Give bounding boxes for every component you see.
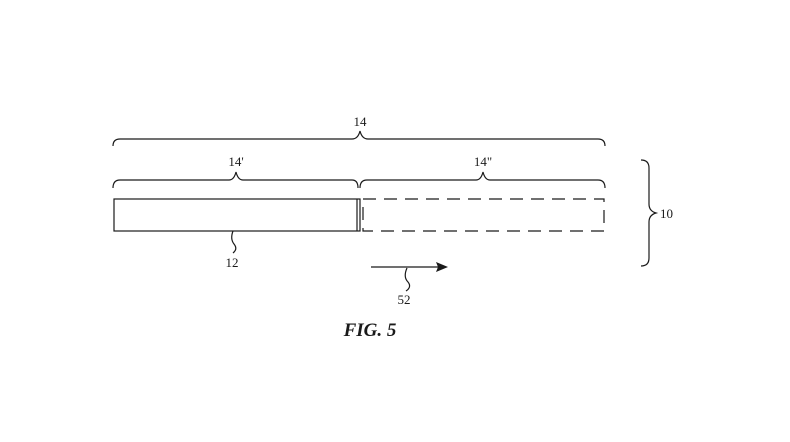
brace-overall (112, 130, 606, 147)
dashed-extension (362, 198, 605, 232)
direction-arrow-head (436, 262, 448, 272)
label-assembly: 10 (660, 206, 673, 221)
solid-element (113, 198, 361, 232)
label-solid-element: 12 (226, 255, 239, 270)
label-direction-arrow: 52 (398, 292, 411, 307)
label-first-portion: 14' (228, 154, 243, 169)
label-second-portion: 14" (474, 154, 492, 169)
brace-assembly (640, 159, 659, 267)
label-overall: 14 (354, 114, 368, 129)
brace-first-portion (112, 171, 359, 189)
leader-direction-arrow (404, 267, 411, 292)
brace-second-portion (359, 171, 606, 189)
leader-solid-element (231, 230, 237, 254)
figure-caption: FIG. 5 (343, 320, 397, 341)
